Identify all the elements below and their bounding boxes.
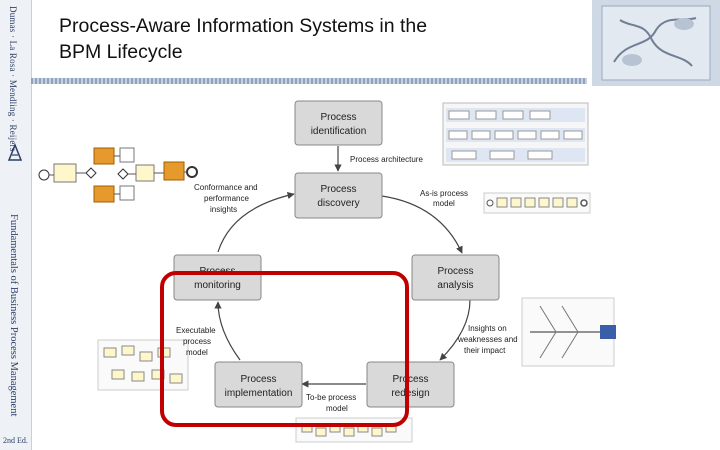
drawing-hands-image [592, 0, 720, 86]
monitoring-model-thumbnail [38, 147, 198, 203]
phase-implementation: Process implementation [214, 361, 303, 408]
as-is-model-thumbnail [483, 192, 591, 214]
svg-text:discovery: discovery [317, 198, 359, 209]
phase-discovery: Process discovery [294, 172, 383, 219]
analysis-fishbone-thumbnail [521, 297, 616, 367]
svg-text:analysis: analysis [437, 280, 473, 291]
label-as-is-line2: model [433, 199, 455, 208]
svg-text:Process: Process [240, 374, 276, 385]
slide-title-line1: Process-Aware Information Systems in the [59, 15, 428, 37]
implementation-highlight-frame [160, 271, 409, 427]
book-authors: Dumas · La Rosa · Mendling · Reijers [8, 6, 18, 152]
arrow-analysis-to-redesign [439, 299, 471, 361]
label-conformance-line3: insights [210, 205, 237, 214]
label-executable-line2: process [183, 337, 211, 346]
book-edition: 2nd Ed. [3, 436, 28, 445]
lifecycle-arrows [214, 146, 471, 388]
svg-text:monitoring: monitoring [194, 280, 241, 291]
arrow-implementation-to-monitoring [214, 301, 241, 361]
label-executable-line1: Executable [176, 326, 216, 335]
phase-identification: Process identification [294, 100, 383, 146]
slide-title-line2: BPM Lifecycle [59, 41, 183, 63]
svg-text:implementation: implementation [225, 388, 293, 399]
label-insights-line1: Insights on [468, 324, 507, 333]
arrow-discovery-to-analysis [381, 195, 463, 254]
phase-analysis: Process analysis [411, 254, 500, 301]
label-process-architecture: Process architecture [350, 155, 423, 164]
svg-text:identification: identification [311, 126, 367, 137]
label-conformance-line1: Conformance and [194, 183, 258, 192]
process-architecture-thumbnail [442, 102, 589, 166]
label-to-be-line2: model [326, 404, 348, 413]
title-divider [31, 78, 587, 84]
book-title: Fundamentals of Business Process Managem… [8, 214, 19, 417]
label-to-be-line1: To-be process [306, 393, 356, 402]
svg-text:redesign: redesign [391, 388, 429, 399]
label-insights-line3: their impact [464, 346, 506, 355]
to-be-model-thumbnail [295, 417, 413, 443]
phase-monitoring: Process monitoring [173, 254, 262, 301]
svg-text:Process: Process [320, 112, 356, 123]
book-sidebar: Dumas · La Rosa · Mendling · Reijers Fun… [0, 0, 32, 450]
label-executable-line3: model [186, 348, 208, 357]
slide-title: Process-Aware Information Systems in the… [59, 13, 579, 65]
label-insights-line2: weaknesses and [457, 335, 518, 344]
svg-text:Process: Process [320, 184, 356, 195]
svg-text:Process: Process [437, 266, 473, 277]
label-as-is-line1: As-is process [420, 189, 468, 198]
label-conformance-line2: performance [204, 194, 249, 203]
svg-text:Process: Process [392, 374, 428, 385]
executable-model-thumbnail [97, 339, 189, 391]
arrow-monitoring-to-discovery [217, 191, 295, 253]
publisher-logo-icon [7, 142, 23, 161]
phase-redesign: Process redesign [366, 361, 455, 408]
